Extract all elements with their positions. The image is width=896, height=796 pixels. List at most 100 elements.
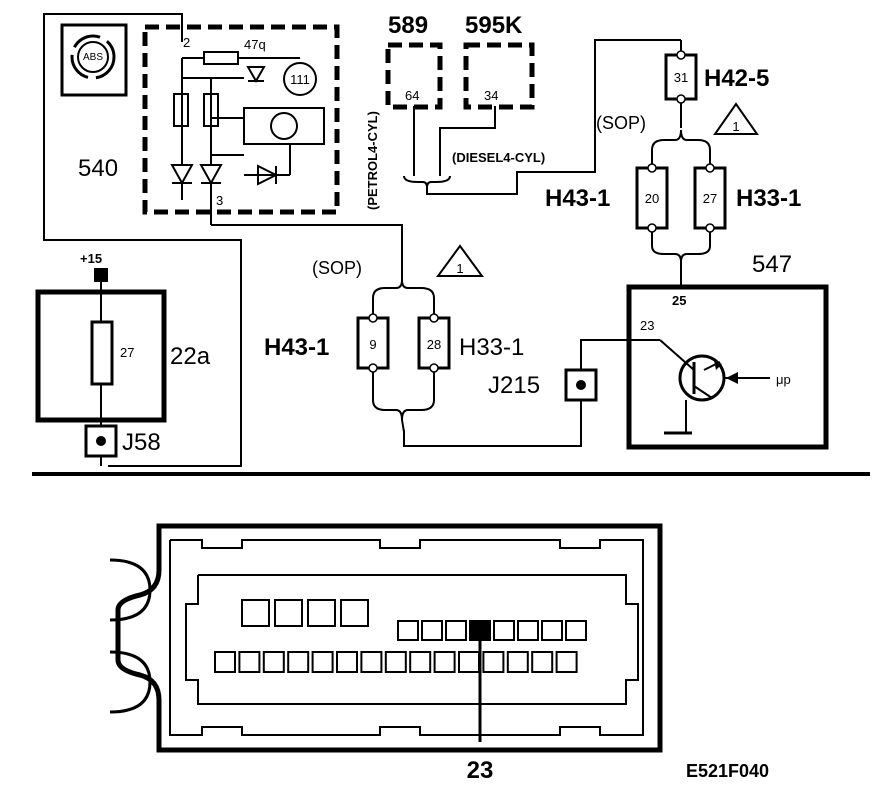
pin-cavity: [493, 620, 515, 641]
pin-cavity: [409, 651, 432, 673]
splice-j215: J215: [403, 368, 598, 447]
abs-diode-1: [170, 164, 194, 186]
connector-upper-h33-1-id: H33-1: [736, 185, 801, 212]
abs-diode-3: [257, 164, 279, 186]
pin-cavity: [565, 620, 587, 641]
abs-diode-2: [199, 164, 223, 186]
pin-dot: [705, 163, 715, 173]
pin-cavity: [311, 651, 334, 673]
ground-j58: J58: [84, 424, 161, 466]
variant-brace-relays: [403, 175, 451, 189]
pin-cavity: [238, 651, 261, 673]
wire-abs-pin3: [211, 224, 403, 282]
pin-dot: [368, 363, 378, 373]
relay-595k: 595K 34: [439, 12, 535, 176]
variant-brace-lower: [372, 279, 435, 299]
relay-595k-pin: 34: [484, 88, 498, 103]
transistor-arrow-line: [703, 361, 721, 371]
pin-cavity: [336, 651, 358, 673]
abs-transistor: [270, 112, 298, 140]
variant-sop-upper: (SOP): [596, 113, 646, 133]
pin-dot: [429, 313, 439, 323]
pin-cavity: [287, 651, 310, 673]
pin-cavity: [482, 651, 505, 673]
figure-code: E521F040: [686, 761, 769, 781]
variant-brace-upper: [651, 129, 711, 151]
connector-lower-h33-1-id: H33-1: [459, 334, 524, 361]
pin-cavity: [421, 620, 443, 641]
pin-cavity: [517, 620, 539, 641]
note-triangle-upper: [713, 102, 759, 135]
pin-cavity: [214, 651, 236, 673]
variant-brace-upper-bottom: [651, 232, 711, 263]
pin-group-middle: [397, 620, 587, 641]
pin-cavity: [458, 651, 480, 673]
relay-589-pin: 64: [405, 88, 419, 103]
mp-input-arrow: [726, 372, 738, 384]
abs-pin-bottom: 3: [216, 193, 223, 208]
instrument-547-mp: μp: [776, 372, 791, 387]
instrument-547-pin-in: 23: [640, 318, 654, 333]
pin-group-bottom: [214, 651, 578, 673]
connector-h42-5: 31 H42-5: [664, 40, 769, 128]
variant-diesel: (DIESEL4-CYL): [452, 150, 545, 165]
connector-h42-5-id: H42-5: [704, 65, 769, 92]
abs-bulb-label: 111: [290, 72, 310, 87]
pin-cavity: [360, 651, 383, 673]
transistor-collector: [659, 339, 695, 371]
wire-abs-to-ground: [43, 13, 242, 467]
connector-lower-h33-1-pin: 28: [427, 337, 441, 352]
connector-latch-top: [109, 558, 152, 622]
abs-diode: [246, 66, 266, 84]
instrument-547: 547 25 23 μp: [626, 251, 829, 450]
pin-cavity: [433, 651, 456, 673]
pin-dot: [705, 223, 715, 233]
pin-cavity: [531, 651, 554, 673]
pin-dot: [368, 313, 378, 323]
pin-dot: [647, 223, 657, 233]
instrument-547-box: [626, 284, 829, 450]
note-symbol-upper: 1: [732, 119, 739, 134]
connector-pin-field: [185, 574, 639, 705]
pin-dot: [647, 163, 657, 173]
instrument-547-id: 547: [752, 251, 792, 278]
pin-dot: [676, 94, 686, 104]
pin-dot: [676, 50, 686, 60]
fuse-22a-value: 27: [120, 345, 134, 360]
connector-pin-label: 23: [467, 757, 494, 784]
fuse-symbol: [90, 320, 114, 386]
connector-upper-h33-1: 27 H33-1: [693, 150, 801, 233]
connector-upper-h33-1-pin: 27: [703, 191, 717, 206]
splice-j215-dot: [576, 380, 586, 390]
connector-latch-bottom: [109, 650, 152, 714]
pin-cavity: [384, 651, 407, 673]
abs-transistor-box: [243, 107, 325, 145]
pin-cavity: [445, 620, 467, 641]
supply-terminal: [94, 268, 108, 282]
wire-relays-to-h42: [426, 39, 681, 195]
connector-h42-5-pin: 31: [674, 70, 688, 85]
relay-589: 589 64: [385, 12, 443, 176]
abs-icon-text: ABS: [83, 52, 103, 63]
abs-icon-frame: [60, 23, 128, 97]
wire: [401, 419, 405, 433]
connector-h42-5-box: [664, 53, 698, 101]
connector-face-view: 23: [109, 523, 663, 784]
connector-lower-h43-1: 9 H43-1: [264, 298, 390, 373]
fuse-22a-id: 22a: [170, 343, 211, 370]
connector-lower-h43-1-pin: 9: [369, 337, 376, 352]
transistor-arrow: [714, 360, 722, 370]
instrument-547-pin-top: 25: [672, 293, 686, 308]
wire-j215-to-547: [580, 339, 660, 370]
abs-resistor-v1: [173, 93, 189, 127]
connector-lower-h33-1: 28 H33-1: [417, 298, 524, 373]
abs-module-boundary: [142, 24, 340, 215]
pin-cavity: [506, 651, 529, 673]
abs-pin-top: 2: [183, 35, 190, 50]
wire-595k: [439, 106, 496, 176]
relay-589-id: 589: [388, 12, 428, 39]
pin-cavity: [541, 620, 563, 641]
connector-lower-h43-1-id: H43-1: [264, 334, 329, 361]
fuse-22a: +15 27 22a: [35, 251, 211, 426]
